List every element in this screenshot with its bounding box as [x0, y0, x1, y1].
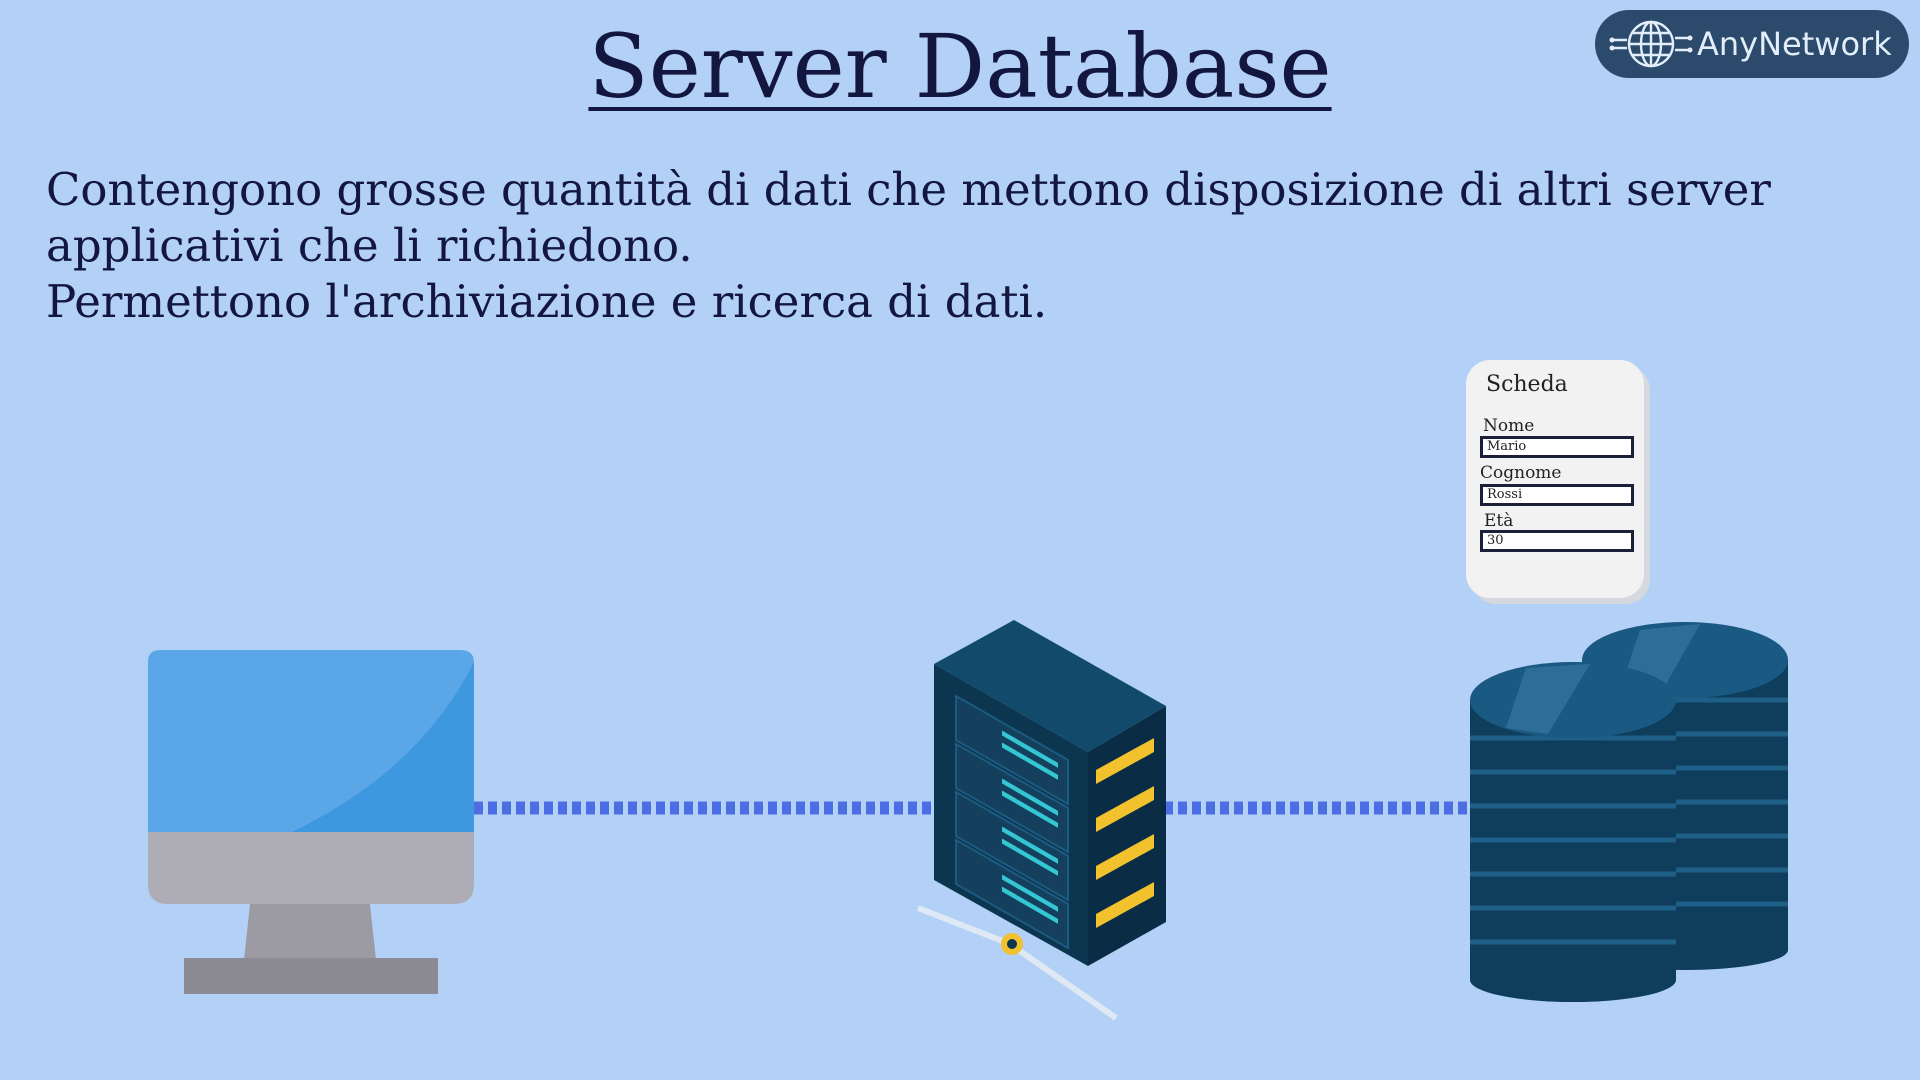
record-form-card: Scheda Nome Mario Cognome Rossi Età 30: [1466, 360, 1644, 598]
field-label-nome: Nome: [1483, 416, 1535, 436]
server-rack-icon: [916, 620, 1166, 1021]
form-title: Scheda: [1486, 372, 1568, 397]
computer-monitor-icon: [148, 650, 474, 994]
page-title: Server Database: [0, 12, 1920, 122]
database-stack-front: [1470, 662, 1676, 1002]
description-line-1: Contengono grosse quantità di dati che m…: [46, 163, 1771, 216]
description: Contengono grosse quantità di dati che m…: [46, 162, 1886, 330]
field-label-cognome: Cognome: [1480, 463, 1562, 483]
field-label-eta: Età: [1484, 511, 1514, 531]
anynetwork-logo: AnyNetwork: [1595, 10, 1909, 78]
database-stack-icon: [1470, 622, 1788, 1002]
description-line-2: applicativi che li richiedono.: [46, 219, 693, 272]
field-input-nome[interactable]: Mario: [1480, 436, 1634, 458]
description-line-3: Permettono l'archiviazione e ricerca di …: [46, 275, 1048, 328]
field-input-cognome[interactable]: Rossi: [1480, 484, 1634, 506]
globe-circuit-icon: [1609, 20, 1693, 68]
page-title-text: Server Database: [588, 15, 1332, 118]
field-input-eta[interactable]: 30: [1480, 530, 1634, 552]
logo-text: AnyNetwork: [1697, 25, 1892, 63]
